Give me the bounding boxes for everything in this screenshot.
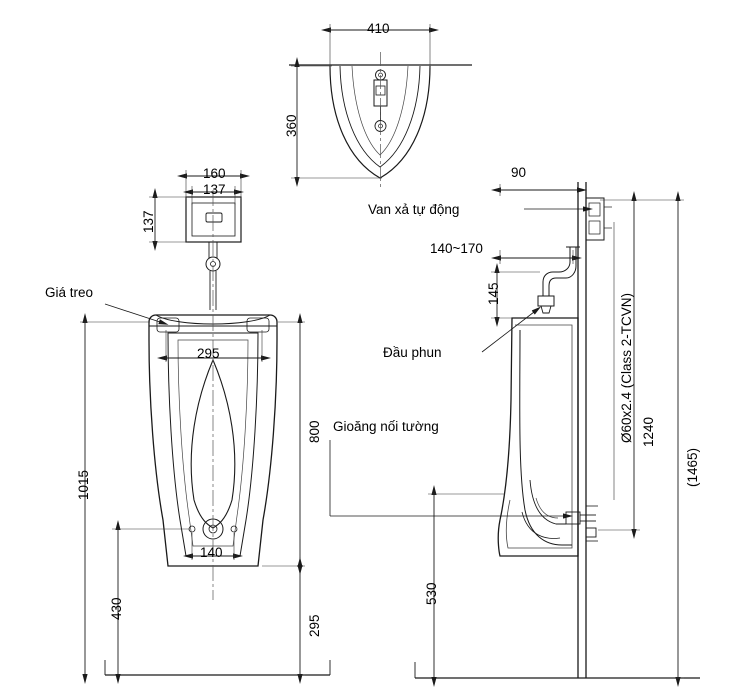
- dim-410: [321, 24, 439, 68]
- dim-label-pipe-spec: Ø60x2.4 (Class 2-TCVN): [619, 292, 634, 443]
- dim-530: [428, 485, 505, 687]
- dim-label-430: 430: [109, 597, 124, 620]
- dim-label-530: 530: [424, 582, 439, 605]
- dim-140-170: [491, 250, 582, 264]
- dim-label-137-width: 137: [203, 182, 226, 197]
- dim-1240: [598, 191, 640, 539]
- leader-gioang: [329, 440, 573, 519]
- dim-295-base: [280, 557, 305, 684]
- callout-dau-phun: Đầu phun: [383, 345, 442, 360]
- dim-label-160: 160: [203, 166, 226, 181]
- dim-137-height: [149, 188, 188, 251]
- dim-90: [491, 184, 587, 196]
- dim-140-outlet: [183, 533, 243, 560]
- dim-label-295-bowl: 295: [197, 346, 220, 361]
- dim-1465: [640, 191, 684, 687]
- callout-van-xa-tu-dong: Van xả tự động: [368, 202, 460, 217]
- callout-gia-treo: Giá treo: [45, 285, 94, 300]
- dim-800: [262, 313, 305, 575]
- dim-label-145: 145: [486, 282, 501, 305]
- dim-label-1015: 1015: [76, 469, 91, 500]
- side-view: [414, 182, 700, 679]
- dim-label-1240: 1240: [641, 416, 656, 447]
- dim-label-90: 90: [511, 165, 527, 180]
- dim-label-140-170: 140~170: [430, 241, 483, 256]
- front-view: [104, 190, 331, 676]
- dim-1015: [80, 313, 150, 684]
- dim-label-360: 360: [284, 114, 299, 137]
- dim-label-410: 410: [367, 21, 390, 36]
- dim-360: [291, 57, 382, 187]
- dim-137-width: [183, 186, 244, 205]
- dim-430: [112, 520, 190, 684]
- dim-label-137-height: 137: [141, 210, 156, 233]
- dim-label-140-outlet: 140: [200, 545, 223, 560]
- dim-295-bowl: [157, 330, 271, 362]
- leader-dau-phun: [481, 306, 542, 353]
- dim-145: [491, 263, 540, 327]
- dim-label-1465: (1465): [685, 447, 700, 487]
- dim-label-295-base: 295: [307, 614, 322, 637]
- leader-gia-treo: [104, 303, 169, 325]
- dim-label-800: 800: [307, 420, 322, 443]
- callout-gioang-noi-tuong: Gioăng nối tường: [333, 419, 439, 434]
- top-view: [289, 52, 472, 190]
